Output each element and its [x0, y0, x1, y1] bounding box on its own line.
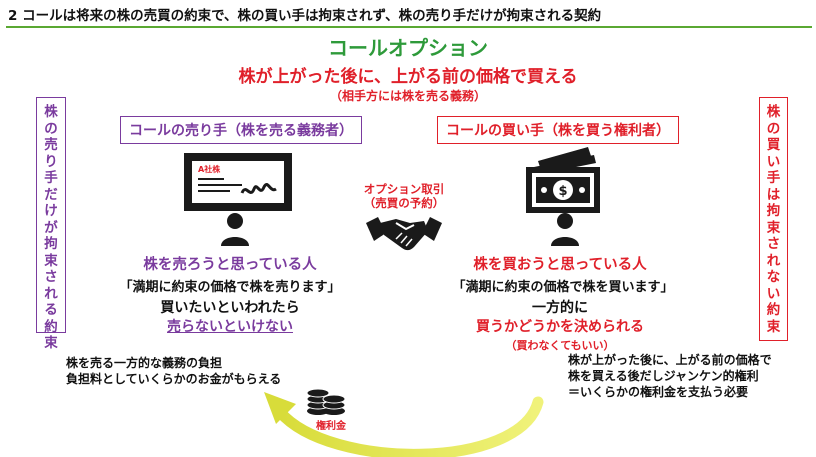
person-icon: [551, 213, 579, 246]
vertical-char: る: [44, 302, 58, 318]
seller-obligation-line2: 売らないといけない: [167, 319, 293, 335]
vertical-char: 売: [44, 137, 58, 153]
vertical-char: 約: [44, 318, 58, 335]
diagram-subheading: 株が上がった後に、上がる前の価格で買える: [238, 67, 578, 87]
certificate-label: A社株: [198, 164, 221, 174]
deal-label: オプション取引 （売買の予約）: [338, 182, 470, 210]
vertical-char: さ: [44, 269, 58, 285]
seller-role-box: コールの売り手（株を売る義務者）: [120, 116, 362, 144]
diagram-note: （相手方には株を売る義務）: [329, 89, 486, 103]
vertical-char: れ: [44, 285, 58, 302]
svg-text:$: $: [558, 184, 567, 199]
buyer-promise: 「満期に約束の価格で株を買います」: [452, 280, 674, 295]
vertical-char: 買: [766, 137, 781, 153]
title-divider: [6, 26, 812, 28]
seller-premium-note: 株を売る一方的な義務の負担 負担料としていくらかのお金がもらえる: [66, 355, 281, 387]
vertical-char: の: [766, 120, 781, 137]
vertical-char: さ: [766, 236, 781, 252]
vertical-char: だ: [44, 186, 58, 203]
vertical-char: な: [766, 269, 781, 285]
note-line: 株が上がった後に、上がる前の価格で: [568, 353, 772, 367]
vertical-char: は: [766, 186, 781, 203]
note-line: 負担料としていくらかのお金がもらえる: [66, 372, 282, 386]
page-title: 2 コールは将来の株の売買の約束で、株の買い手は拘束されず、株の売り手だけが拘束…: [8, 8, 602, 24]
seller-promise: 「満期に約束の価格で株を売ります」: [119, 280, 341, 295]
vertical-char: い: [766, 153, 781, 170]
vertical-char: が: [44, 219, 58, 236]
vertical-char: 束: [44, 252, 58, 269]
banknote-icon: $: [526, 147, 600, 213]
deal-label-line: オプション取引: [363, 182, 445, 196]
vertical-char: の: [44, 120, 58, 137]
vertical-char: 手: [766, 170, 781, 186]
note-line: 株を買える後だしジャンケン的権利: [568, 369, 759, 383]
vertical-char: 束: [766, 318, 781, 335]
seller-obligation-line1: 買いたいといわれたら: [160, 300, 300, 316]
vertical-char: 株: [766, 104, 781, 120]
seller-constraint-vertical-box: 株 の 売 り 手 だ け が 拘 束 さ れ る 約 束: [36, 97, 66, 351]
vertical-char: 株: [44, 104, 58, 120]
vertical-char: 拘: [766, 203, 781, 219]
vertical-char: り: [44, 153, 58, 170]
buyer-right-line1: 一方的に: [532, 300, 588, 316]
note-line: ＝いくらかの権利金を支払う必要: [568, 385, 749, 399]
buyer-role-box: コールの買い手（株を買う権利者）: [437, 116, 679, 144]
stock-certificate-icon: A社株: [184, 153, 292, 211]
vertical-char: い: [766, 285, 781, 302]
person-icon: [221, 213, 249, 246]
buyer-intent: 株を買おうと思っている人: [473, 257, 647, 273]
vertical-char: 約: [766, 302, 781, 318]
deal-label-line: （売買の予約）: [363, 196, 445, 210]
seller-intent: 株を売ろうと思っている人: [143, 257, 317, 273]
buyer-right-line3: （買わなくてもいい）: [505, 339, 615, 352]
coin-stack-icon: [306, 388, 346, 415]
coin-label: 権利金: [316, 421, 346, 432]
vertical-char: 束: [44, 335, 58, 351]
vertical-char: 拘: [44, 236, 58, 252]
vertical-char: 手: [44, 170, 58, 186]
vertical-char: け: [44, 203, 58, 219]
buyer-premium-note: 株が上がった後に、上がる前の価格で 株を買える後だしジャンケン的権利 ＝いくらか…: [568, 352, 772, 400]
handshake-icon: [366, 217, 442, 251]
vertical-char: 束: [766, 219, 781, 236]
buyer-right-line2: 買うかどうかを決められる: [476, 319, 644, 335]
note-line: 株を売る一方的な義務の負担: [66, 356, 223, 370]
vertical-char: れ: [766, 252, 781, 269]
diagram-heading: コールオプション: [328, 36, 488, 60]
buyer-freedom-vertical-box: 株 の 買 い 手 は 拘 束 さ れ な い 約 束: [759, 97, 788, 341]
